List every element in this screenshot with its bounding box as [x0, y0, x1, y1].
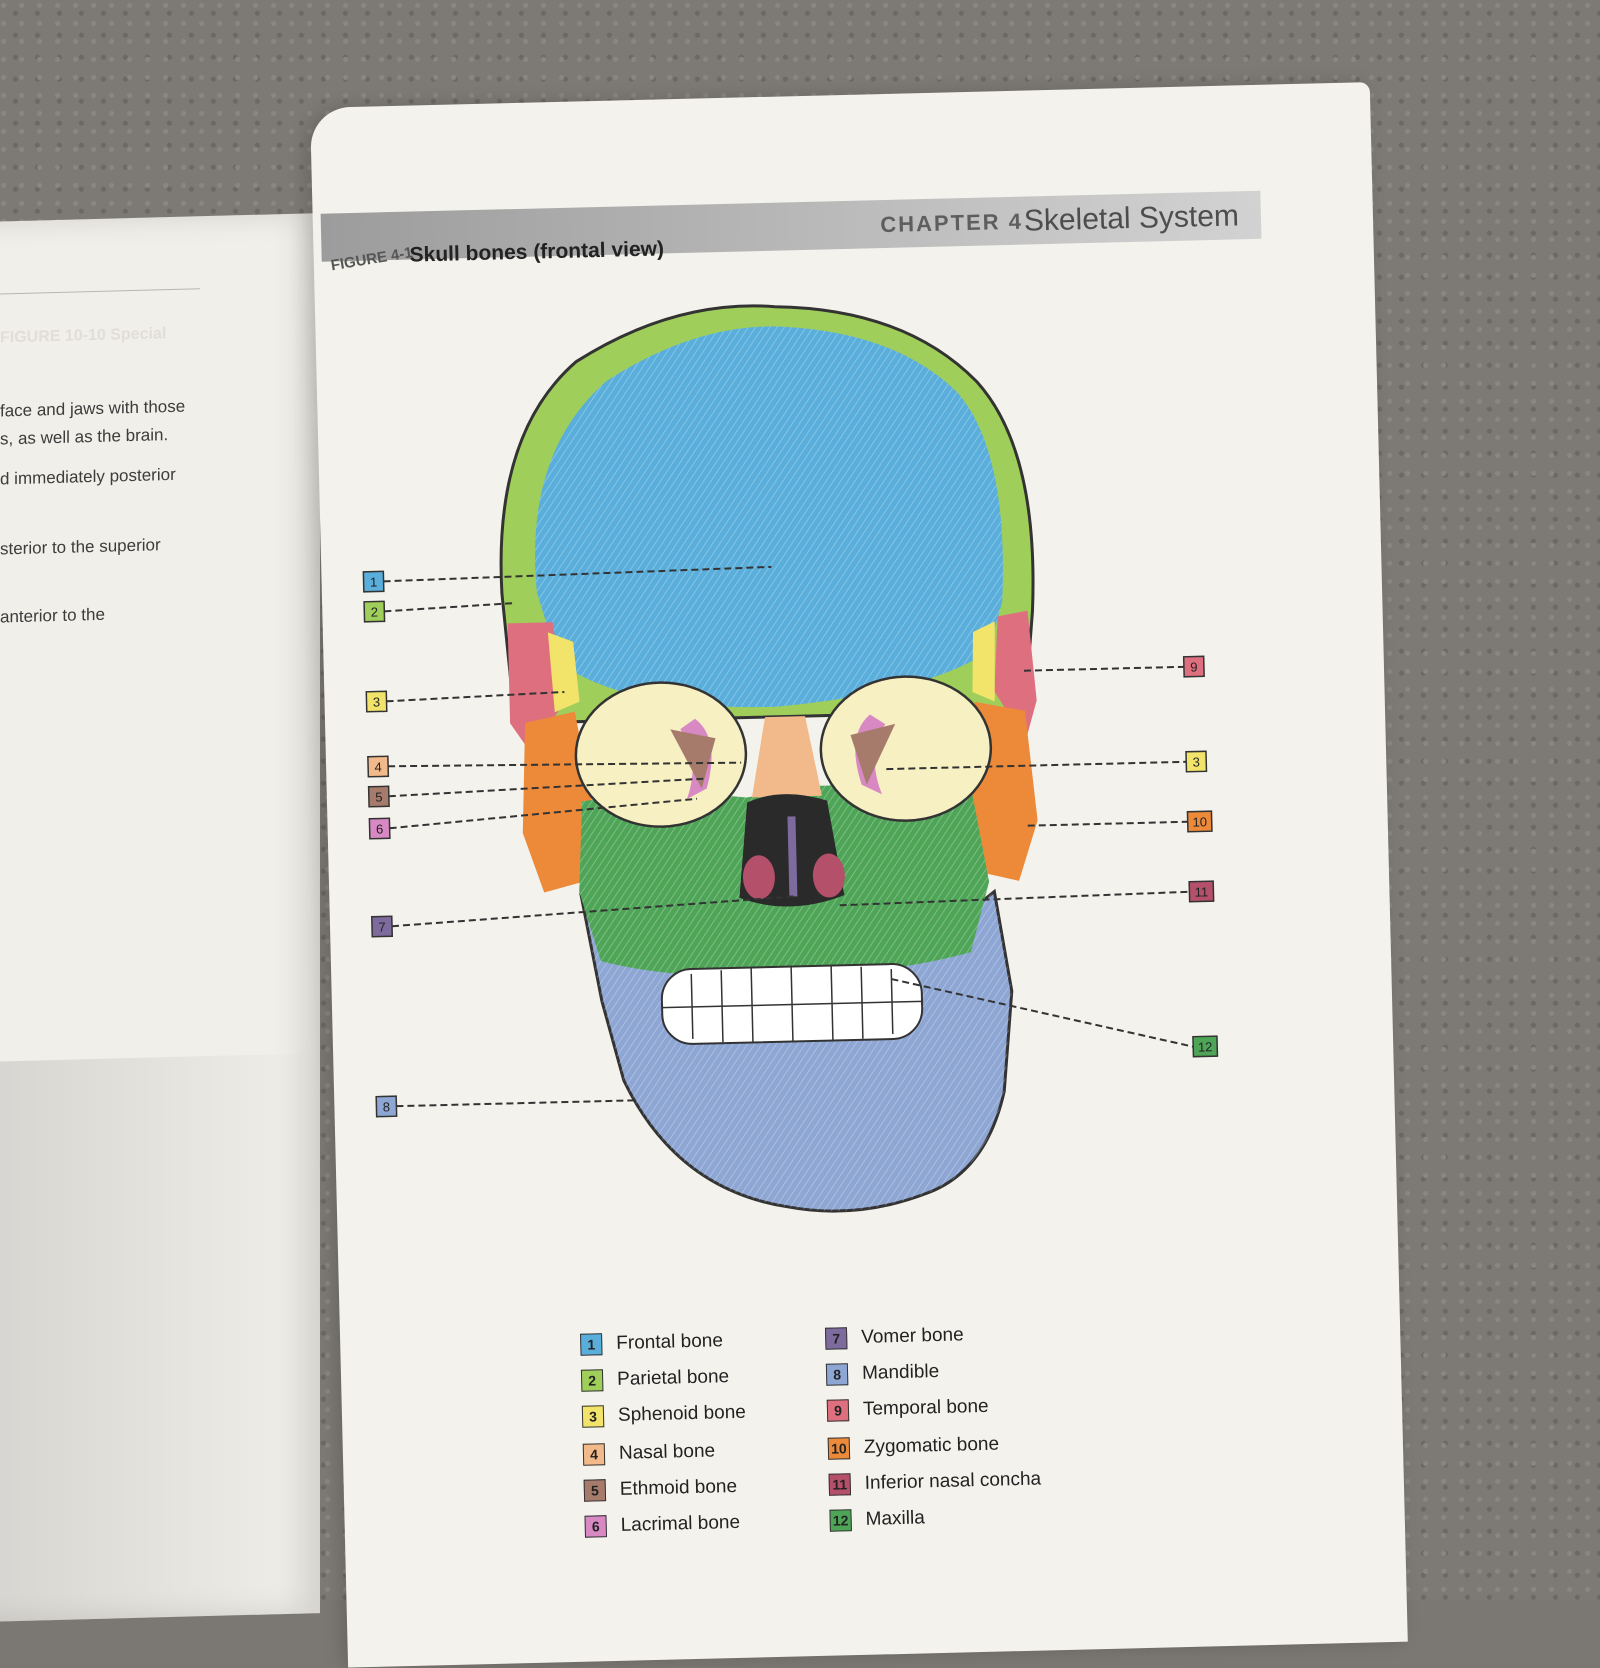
callout-boxes-left: 1 2 3 4 5 6 7 8 [362, 570, 398, 1118]
legend-swatch: 3 [581, 1405, 605, 1428]
legend-label: Maxilla [865, 1507, 926, 1530]
left-page-line: d immediately posterior [0, 464, 176, 489]
legend-label: Temporal bone [862, 1395, 989, 1420]
callout-3: 3 [373, 694, 381, 709]
skull-illustration: 1 2 3 4 5 6 7 8 9 3 10 11 12 [362, 304, 1219, 1213]
legend-item: 10 Zygomatic bone [827, 1433, 1000, 1460]
nasal-bone [751, 716, 822, 798]
left-page-line: sterior to the superior [0, 535, 161, 559]
legend-item: 11 Inferior nasal concha [828, 1468, 1042, 1496]
callout-boxes-right: 9 3 10 11 12 [1182, 655, 1219, 1058]
legend-swatch: 5 [583, 1479, 607, 1502]
legend-item: 12 Maxilla [829, 1507, 926, 1532]
legend-swatch: 7 [824, 1327, 848, 1350]
callout-10: 10 [1192, 814, 1207, 829]
legend-swatch: 10 [827, 1437, 851, 1460]
callout-11: 11 [1194, 884, 1208, 899]
legend-label: Vomer bone [860, 1324, 964, 1348]
callout-12: 12 [1198, 1039, 1213, 1054]
legend-label: Ethmoid bone [619, 1475, 738, 1500]
left-page-line: anterior to the [0, 604, 105, 627]
legend-label: Zygomatic bone [863, 1433, 1000, 1458]
left-page-line: face and jaws with those [0, 396, 186, 421]
legend-item: 7 Vomer bone [824, 1324, 964, 1350]
left-page-line: s, as well as the brain. [0, 425, 169, 449]
callout-5: 5 [375, 789, 383, 804]
legend: 1 Frontal bone 2 Parietal bone 3 Sphenoi… [580, 1321, 1105, 1564]
legend-label: Nasal bone [618, 1440, 716, 1464]
legend-label: Parietal bone [616, 1366, 730, 1390]
legend-item: 4 Nasal bone [582, 1440, 716, 1466]
temporal-right [994, 610, 1037, 741]
vomer-bone [787, 816, 798, 897]
legend-swatch: 8 [825, 1363, 849, 1386]
legend-label: Frontal bone [616, 1330, 724, 1354]
callout-6: 6 [376, 821, 384, 836]
right-page: CHAPTER 4 Skeletal System FIGURE 4-1 Sku… [310, 82, 1408, 1668]
legend-label: Mandible [861, 1361, 940, 1384]
left-page-rule [0, 288, 200, 295]
callout-8: 8 [383, 1099, 391, 1114]
legend-item: 2 Parietal bone [580, 1366, 730, 1392]
callout-1: 1 [370, 575, 378, 590]
legend-item: 3 Sphenoid bone [581, 1401, 747, 1428]
callout-7: 7 [378, 919, 386, 934]
legend-label: Inferior nasal concha [864, 1468, 1042, 1494]
legend-item: 8 Mandible [825, 1361, 940, 1386]
legend-swatch: 11 [828, 1473, 852, 1496]
sphenoid-right [972, 621, 995, 702]
callout-4: 4 [374, 759, 382, 774]
legend-item: 1 Frontal bone [580, 1330, 724, 1356]
left-page-faint-heading: FIGURE 10-10 Special [0, 325, 167, 347]
legend-label: Sphenoid bone [617, 1401, 747, 1426]
callout-9: 9 [1190, 659, 1198, 674]
inferior-concha-right [812, 853, 845, 898]
legend-swatch: 9 [826, 1399, 850, 1422]
legend-item: 5 Ethmoid bone [583, 1475, 738, 1502]
legend-item: 6 Lacrimal bone [584, 1512, 740, 1538]
legend-swatch: 4 [582, 1443, 606, 1466]
orbit-left [574, 681, 748, 828]
legend-swatch: 12 [829, 1509, 852, 1532]
left-page-shadow [0, 1053, 320, 1622]
inferior-concha-left [742, 855, 775, 900]
left-page: FIGURE 10-10 Special face and jaws with … [0, 213, 320, 1622]
legend-swatch: 2 [580, 1369, 604, 1392]
callout-3-right: 3 [1192, 754, 1200, 769]
legend-swatch: 1 [580, 1333, 603, 1356]
legend-swatch: 6 [584, 1515, 608, 1538]
callout-2: 2 [371, 604, 379, 619]
legend-item: 9 Temporal bone [826, 1395, 989, 1422]
leader-lines [383, 565, 1194, 1108]
legend-label: Lacrimal bone [620, 1511, 741, 1536]
